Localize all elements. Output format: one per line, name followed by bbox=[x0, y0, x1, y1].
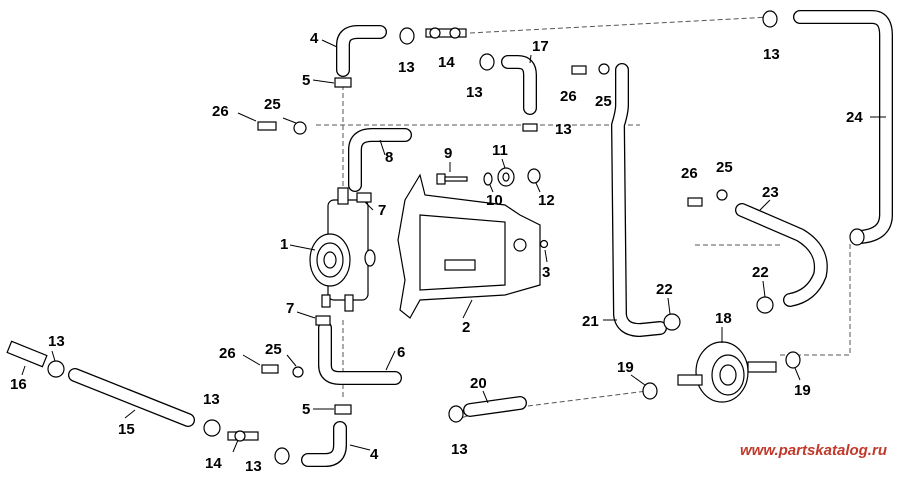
callout-5-bottom: 5 bbox=[302, 401, 310, 418]
callout-25-b: 25 bbox=[595, 93, 612, 110]
screw-3 bbox=[539, 239, 549, 249]
callout-1: 1 bbox=[280, 236, 288, 253]
callout-17: 17 bbox=[532, 38, 549, 55]
callout-25-c: 25 bbox=[716, 159, 733, 176]
callout-4-bottom: 4 bbox=[370, 446, 379, 463]
callout-18: 18 bbox=[715, 310, 732, 327]
callout-22-right: 22 bbox=[752, 264, 769, 281]
hose-4-bottom bbox=[301, 421, 347, 467]
callout-20: 20 bbox=[470, 375, 487, 392]
callout-25-d: 25 bbox=[265, 341, 282, 358]
callout-13-e: 13 bbox=[48, 333, 65, 350]
callout-26-c: 26 bbox=[681, 165, 698, 182]
hose-24 bbox=[793, 10, 893, 244]
hoses bbox=[68, 10, 893, 467]
hose-21 bbox=[611, 63, 667, 337]
callout-13-h: 13 bbox=[451, 441, 468, 458]
callout-16: 16 bbox=[10, 376, 27, 393]
hose-4-top bbox=[336, 25, 387, 77]
leader-lines bbox=[21, 39, 886, 453]
callout-21: 21 bbox=[582, 313, 599, 330]
callout-26-d: 26 bbox=[219, 345, 236, 362]
callout-13-d: 13 bbox=[763, 46, 780, 63]
callout-3: 3 bbox=[542, 264, 550, 281]
callout-7-upper: 7 bbox=[378, 202, 386, 219]
callout-10: 10 bbox=[486, 192, 503, 209]
callout-25-a: 25 bbox=[264, 96, 281, 113]
callout-8: 8 bbox=[385, 149, 393, 166]
callout-2: 2 bbox=[462, 319, 470, 336]
callout-5-top: 5 bbox=[302, 72, 310, 89]
callout-19-right: 19 bbox=[794, 382, 811, 399]
callout-26-b: 26 bbox=[560, 88, 577, 105]
hose-20 bbox=[463, 396, 527, 417]
callout-13-g: 13 bbox=[245, 458, 262, 475]
routing-lines bbox=[316, 16, 851, 421]
callout-23: 23 bbox=[762, 184, 779, 201]
fuel-pump bbox=[309, 187, 376, 312]
callout-13-c: 13 bbox=[555, 121, 572, 138]
watermark: www.partskatalog.ru bbox=[740, 442, 887, 459]
hose-15 bbox=[68, 368, 195, 427]
hose-6 bbox=[318, 321, 402, 385]
callout-15: 15 bbox=[118, 421, 135, 438]
hose-8 bbox=[348, 128, 412, 192]
bracket bbox=[397, 173, 541, 319]
callout-13-f: 13 bbox=[203, 391, 220, 408]
callouts: 1 2 3 4 4 5 5 6 7 7 8 9 10 11 12 13 13 1… bbox=[10, 30, 863, 475]
hose-23 bbox=[735, 203, 828, 307]
fittings bbox=[6, 27, 728, 442]
callout-26-a: 26 bbox=[212, 103, 229, 120]
callout-4-top: 4 bbox=[310, 30, 319, 47]
callout-24: 24 bbox=[846, 109, 863, 126]
mounting-hardware bbox=[436, 167, 541, 187]
callout-22-left: 22 bbox=[656, 281, 673, 298]
callout-9: 9 bbox=[444, 145, 452, 162]
callout-14-top: 14 bbox=[438, 54, 455, 71]
callout-14-bottom: 14 bbox=[205, 455, 222, 472]
callout-13-b: 13 bbox=[466, 84, 483, 101]
callout-6: 6 bbox=[397, 344, 405, 361]
callout-19-left: 19 bbox=[617, 359, 634, 376]
callout-11: 11 bbox=[492, 142, 508, 159]
hose-17 bbox=[501, 55, 537, 115]
callout-12: 12 bbox=[538, 192, 555, 209]
callout-13-a: 13 bbox=[398, 59, 415, 76]
callout-7-lower: 7 bbox=[286, 300, 294, 317]
fuel-filter bbox=[677, 341, 777, 403]
